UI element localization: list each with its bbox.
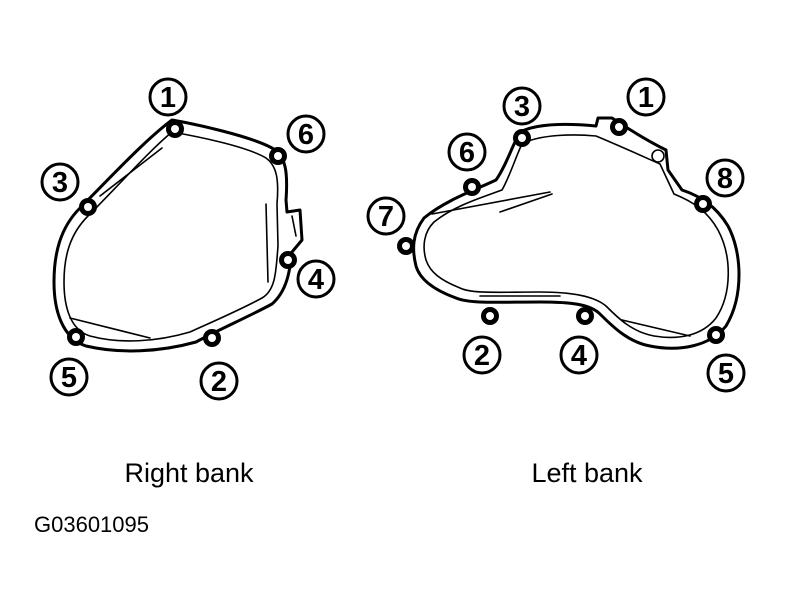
bolt-callout: 6 bbox=[447, 132, 487, 172]
bolt-number: 4 bbox=[308, 264, 324, 296]
right-bank-gasket-inner bbox=[63, 131, 279, 342]
bolt-number: 2 bbox=[211, 366, 227, 398]
bolt-callout: 3 bbox=[40, 162, 80, 202]
right-bank-bolt-holes bbox=[67, 120, 297, 347]
figure-code: G03601095 bbox=[34, 512, 149, 537]
bolt-callout: 5 bbox=[49, 357, 89, 397]
bolt-hole bbox=[79, 198, 97, 216]
bolt-hole bbox=[707, 326, 725, 344]
left-bank-gasket-outline bbox=[412, 116, 741, 350]
right-bank-gasket-outline bbox=[52, 118, 304, 353]
bolt-hole bbox=[269, 147, 287, 165]
bolt-callout: 1 bbox=[626, 77, 666, 117]
bolt-hole bbox=[610, 118, 628, 136]
bolt-hole bbox=[513, 129, 531, 147]
bolt-number: 6 bbox=[459, 137, 475, 169]
bolt-callout: 6 bbox=[286, 114, 326, 154]
right-bank-rib bbox=[99, 147, 163, 197]
bolt-number: 8 bbox=[717, 163, 733, 195]
right-bank-rib bbox=[265, 203, 269, 283]
bolt-hole bbox=[67, 328, 85, 346]
bolt-number: 5 bbox=[718, 358, 734, 390]
bolt-hole bbox=[576, 307, 594, 325]
bolt-callout: 7 bbox=[366, 196, 406, 236]
bolt-hole bbox=[463, 178, 481, 196]
bolt-number: 5 bbox=[61, 362, 77, 394]
bolt-number: 3 bbox=[514, 91, 530, 123]
bolt-callout: 3 bbox=[502, 86, 542, 126]
bolt-hole bbox=[397, 237, 415, 255]
bolt-hole bbox=[279, 251, 297, 269]
left-bank-rib bbox=[431, 191, 551, 215]
right-bank-callouts: 1 2 3 4 5 6 bbox=[40, 77, 336, 401]
bolt-hole bbox=[166, 120, 184, 138]
left-bank-cover bbox=[412, 116, 741, 350]
bolt-callout: 4 bbox=[296, 259, 336, 299]
bolt-hole bbox=[203, 329, 221, 347]
right-bank-rib bbox=[291, 215, 297, 237]
bolt-number: 1 bbox=[638, 82, 654, 114]
bolt-number: 6 bbox=[298, 119, 314, 151]
bolt-callout: 2 bbox=[462, 335, 502, 375]
right-bank-label: Right bank bbox=[124, 458, 254, 488]
bolt-number: 7 bbox=[378, 201, 394, 233]
left-bank-callouts: 1 2 3 4 5 6 7 8 bbox=[366, 77, 746, 393]
bolt-callout: 1 bbox=[148, 77, 188, 117]
right-bank-rib bbox=[69, 317, 151, 339]
bolt-callout: 4 bbox=[559, 335, 599, 375]
left-bank-rib bbox=[499, 193, 553, 213]
left-bank-gasket-inner bbox=[423, 134, 730, 339]
bolt-callout: 5 bbox=[706, 353, 746, 393]
left-bank-dowel-hole bbox=[651, 149, 665, 163]
bolt-callout: 8 bbox=[705, 158, 745, 198]
bolt-callout: 2 bbox=[199, 361, 239, 401]
left-bank-bolt-holes bbox=[397, 118, 725, 344]
bolt-hole bbox=[481, 307, 499, 325]
bolt-number: 1 bbox=[160, 82, 176, 114]
left-bank-rib bbox=[621, 319, 691, 337]
bolt-number: 3 bbox=[52, 167, 68, 199]
bolt-number: 2 bbox=[474, 340, 490, 372]
bolt-number: 4 bbox=[571, 340, 587, 372]
left-bank-label: Left bank bbox=[531, 458, 643, 488]
right-bank-cover bbox=[52, 118, 304, 353]
bolt-hole bbox=[694, 195, 712, 213]
